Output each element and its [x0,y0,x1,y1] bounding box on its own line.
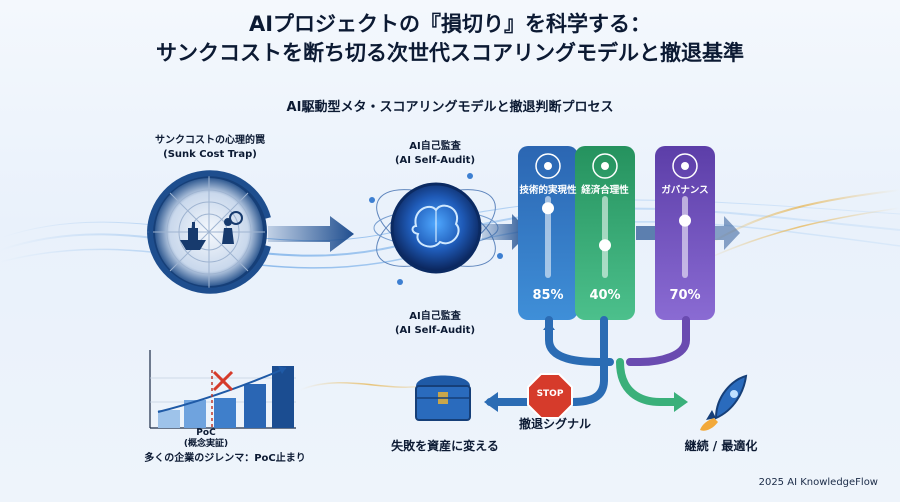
poc-bar [244,384,266,428]
sunk-cost-label: サンクコストの心理的罠 (Sunk Cost Trap) [130,134,290,162]
score-value: 70% [669,288,701,303]
score-slider-knob [542,202,554,215]
shield-check-icon [672,153,698,179]
diagram-subtitle: AI駆動型メタ・スコアリングモデルと撤退判断プロセス [286,100,614,115]
shield-check-icon-core [681,162,689,170]
audit-label-top: AI自己監査 (AI Self-Audit) [360,140,510,168]
audit-label-bottom: AI自己監査 (AI Self-Audit) [360,310,510,338]
audit-top-en: (AI Self-Audit) [394,155,476,166]
poc-label: PoC (概念実証) [166,428,246,450]
failure-to-asset-label: 失敗を資産に変える [391,439,499,453]
continue-optimize-label: 継続 / 最適化 [684,439,758,453]
gear-icon-core [544,162,552,170]
exit-signal-label: 撤退シグナル [518,417,591,431]
score-value: 40% [589,288,621,303]
title-line-2: サンクコストを断ち切る次世代スコアリングモデルと撤退基準 [156,41,744,65]
failure-x-icon [212,370,234,392]
score-pills [518,146,715,320]
score-label: 経済合理性 [581,185,629,196]
branch-paths [484,316,690,412]
score-label: 技術的実現性 [519,185,577,196]
dollar-cycle-icon [592,153,618,179]
score-slider-track [545,196,551,278]
poc-bars [158,366,294,428]
score-value: 85% [532,288,564,303]
flow-arrow-trap-to-audit [268,216,354,252]
stop-sign-text: STOP [536,389,564,399]
poc-trend [157,366,287,428]
ai-brain-icon [369,173,503,285]
footer-credit: 2025 AI KnowledgeFlow [758,477,878,488]
score-slider-track [682,196,688,278]
gear-icon [535,153,561,179]
audit-top-ja: AI自己監査 [409,141,461,152]
sunk-cost-label-en: (Sunk Cost Trap) [163,149,257,160]
stop-sign-icon [527,373,573,419]
rocket-icon [700,374,748,431]
poc-bar [214,398,236,428]
dollar-cycle-icon-core [601,162,609,170]
score-label: ガバナンス [661,185,709,196]
sunk-cost-trap-icon [151,174,267,290]
audit-bottom-ja: AI自己監査 [409,311,461,322]
score-slider-knob [679,214,691,227]
poc-bar [184,400,206,428]
connector-b [636,226,656,240]
score-slider-knob [599,239,611,252]
poc-bar [158,410,180,428]
sunk-cost-label-ja: サンクコストの心理的罠 [155,135,265,146]
poc-caption: 多くの企業のジレンマ：PoC止まり [144,453,306,464]
poc-bar [272,366,294,428]
loop-arrow [147,170,271,233]
loop-arrow-lower [147,231,271,294]
page-title: AIプロジェクトの『損切り』を科学する： サンクコストを断ち切る次世代スコアリン… [0,10,900,68]
score-slider-track [602,196,608,278]
audit-bottom-en: (AI Self-Audit) [394,325,476,336]
treasure-chest-icon [415,375,471,421]
poc-label-main: PoC [196,428,216,438]
title-line-1: AIプロジェクトの『損切り』を科学する： [248,12,652,36]
poc-label-sub: (概念実証) [183,439,229,449]
connector-c [710,216,740,250]
